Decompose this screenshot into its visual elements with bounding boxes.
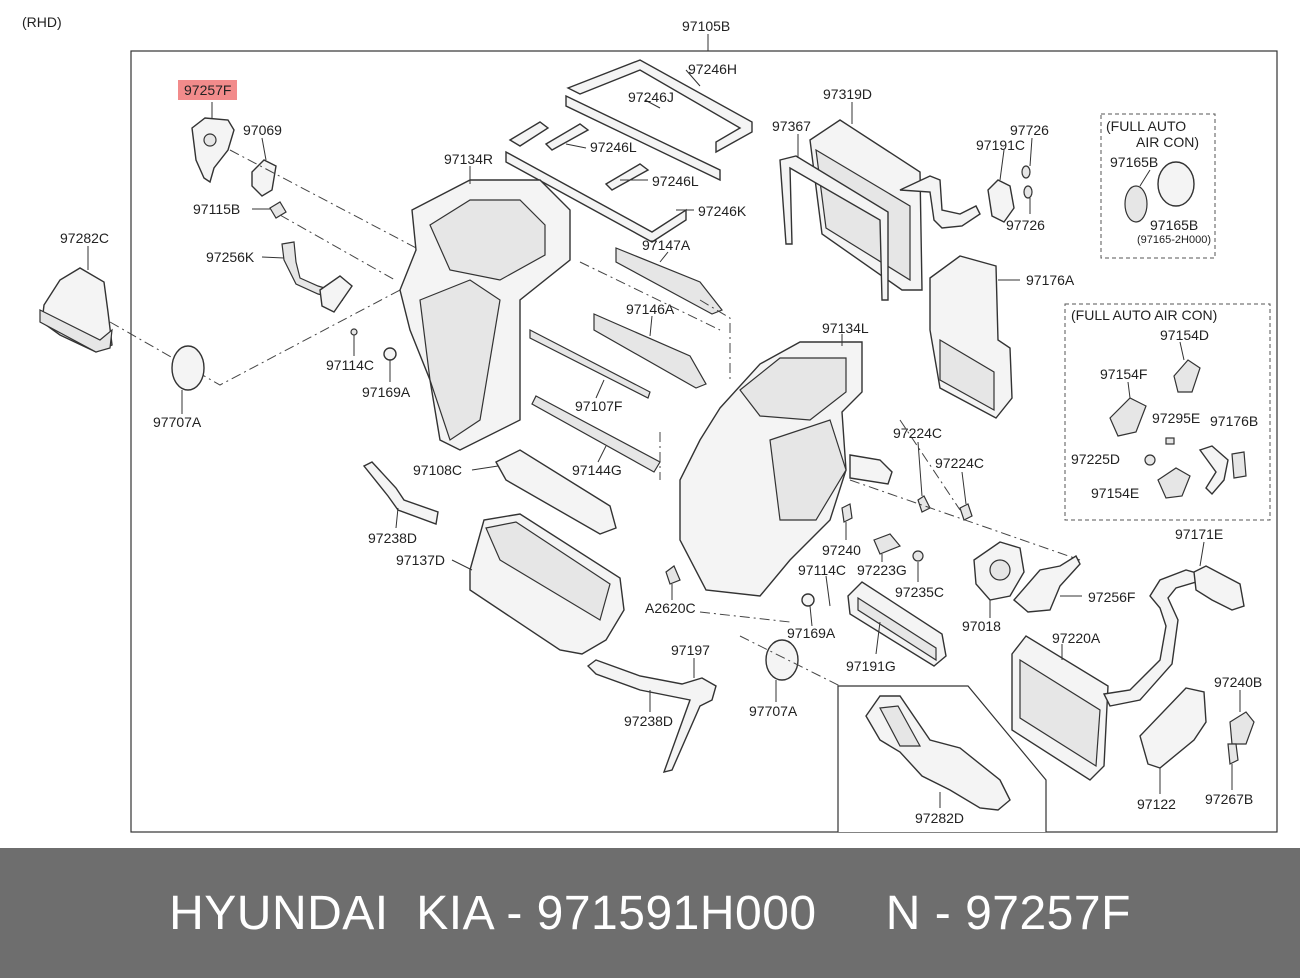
part-label-97282C[interactable]: 97282C — [60, 230, 110, 246]
block-97176A-shape — [929, 255, 1020, 419]
part-label-97256K[interactable]: 97256K — [206, 249, 255, 265]
part-label-97223G[interactable]: 97223G — [857, 562, 907, 578]
part-label-97256F[interactable]: 97256F — [1088, 589, 1136, 605]
actuator-97257F-shape — [191, 102, 235, 184]
part-label-97224C-b[interactable]: 97224C — [935, 455, 985, 471]
part-label-97240B[interactable]: 97240B — [1214, 674, 1263, 690]
part-label-97134R[interactable]: 97134R — [444, 151, 494, 167]
part-label-97282D[interactable]: 97282D — [915, 810, 965, 826]
part-label-97726-b[interactable]: 97726 — [1006, 217, 1045, 233]
part-label-97246H[interactable]: 97246H — [688, 61, 738, 77]
part-label-97319D[interactable]: 97319D — [823, 86, 873, 102]
duct-97282D-shape — [865, 695, 1011, 811]
part-label-97115B[interactable]: 97115B — [193, 201, 241, 217]
part-label-97176A[interactable]: 97176A — [1026, 272, 1075, 288]
part-label-97191G[interactable]: 97191G — [846, 658, 896, 674]
part-label-97122[interactable]: 97122 — [1137, 796, 1176, 812]
part-label-97134L[interactable]: 97134L — [822, 320, 869, 336]
part-label-97108C[interactable]: 97108C — [413, 462, 463, 478]
part-label-97169A-a[interactable]: 97169A — [362, 384, 411, 400]
housing-97134R-shape — [399, 166, 571, 451]
part-label-97246K[interactable]: 97246K — [698, 203, 747, 219]
part-label-97107F[interactable]: 97107F — [575, 398, 623, 414]
part-label-97726-a[interactable]: 97726 — [1010, 122, 1049, 138]
part-label-97144G[interactable]: 97144G — [572, 462, 622, 478]
diagram-drawing — [39, 34, 1278, 833]
highlighted-part-label[interactable]: 97257F — [178, 80, 238, 100]
full-auto-note-1-line2: AIR CON) — [1136, 134, 1199, 150]
part-label-97171E[interactable]: 97171E — [1175, 526, 1224, 542]
part-label-97137D[interactable]: 97137D — [396, 552, 446, 568]
part-label-97197[interactable]: 97197 — [671, 642, 710, 658]
part-label-97238D-a[interactable]: 97238D — [368, 530, 418, 546]
part-label-97018[interactable]: 97018 — [962, 618, 1001, 634]
part-label-97225D[interactable]: 97225D — [1071, 451, 1121, 467]
part-label-97114C-a[interactable]: 97114C — [326, 357, 375, 373]
parts-diagram: (RHD) 97105B 97257F 97246H 97246J 97246L… — [22, 14, 1278, 833]
heater-core-97220A-shape — [1011, 569, 1202, 781]
evaporator-shape — [779, 102, 981, 301]
part-label-A2620C[interactable]: A2620C — [645, 600, 696, 616]
part-label-97707A-b[interactable]: 97707A — [749, 703, 798, 719]
part-sub-code: (97165-2H000) — [1137, 234, 1211, 246]
blower-97018-shape — [973, 541, 1025, 618]
part-label-97165B-b[interactable]: 97165B — [1150, 217, 1199, 233]
filter-set-shape — [505, 59, 753, 243]
assembly-label: 97105B — [682, 18, 731, 34]
footer-part-number: HYUNDAI KIA - 971591H000 N - 97257F — [169, 886, 1131, 940]
part-label-97069[interactable]: 97069 — [243, 122, 282, 138]
part-label-97169A-b[interactable]: 97169A — [787, 625, 836, 641]
housing-97134L-shape — [679, 334, 893, 597]
part-label-97165B-a[interactable]: 97165B — [1110, 154, 1159, 170]
full-auto-note-1-line1: (FULL AUTO — [1106, 118, 1187, 134]
part-label-97267B[interactable]: 97267B — [1205, 791, 1254, 807]
footer-banner: HYUNDAI KIA - 971591H000 N - 97257F — [0, 848, 1300, 978]
part-label-97176B[interactable]: 97176B — [1210, 413, 1259, 429]
assembly-frame — [130, 50, 1278, 833]
part-label-97154D[interactable]: 97154D — [1160, 327, 1210, 343]
part-label-97367[interactable]: 97367 — [772, 118, 811, 134]
part-label-97146A[interactable]: 97146A — [626, 301, 675, 317]
part-label-97114C-b[interactable]: 97114C — [798, 562, 847, 578]
part-label-97707A-a[interactable]: 97707A — [153, 414, 202, 430]
part-label-97295E[interactable]: 97295E — [1152, 410, 1201, 426]
part-label-97154E[interactable]: 97154E — [1091, 485, 1140, 501]
part-label-97154F[interactable]: 97154F — [1100, 366, 1148, 382]
part-label-97220A[interactable]: 97220A — [1052, 630, 1101, 646]
part-label-97238D-b[interactable]: 97238D — [624, 713, 674, 729]
full-auto-note-2-title: (FULL AUTO AIR CON) — [1071, 307, 1218, 323]
part-label-97246L-a[interactable]: 97246L — [590, 139, 637, 155]
variant-label: (RHD) — [22, 14, 62, 30]
part-label-97147A[interactable]: 97147A — [642, 237, 691, 253]
part-label-97246L-b[interactable]: 97246L — [652, 173, 699, 189]
duct-97282C-shape — [39, 246, 113, 353]
part-label-97191C[interactable]: 97191C — [976, 137, 1026, 153]
part-label-97246J[interactable]: 97246J — [628, 89, 674, 105]
part-label-97240[interactable]: 97240 — [822, 542, 861, 558]
part-label-97224C-a[interactable]: 97224C — [893, 425, 943, 441]
part-label-97235C[interactable]: 97235C — [895, 584, 945, 600]
case-97137D-shape — [451, 513, 625, 655]
